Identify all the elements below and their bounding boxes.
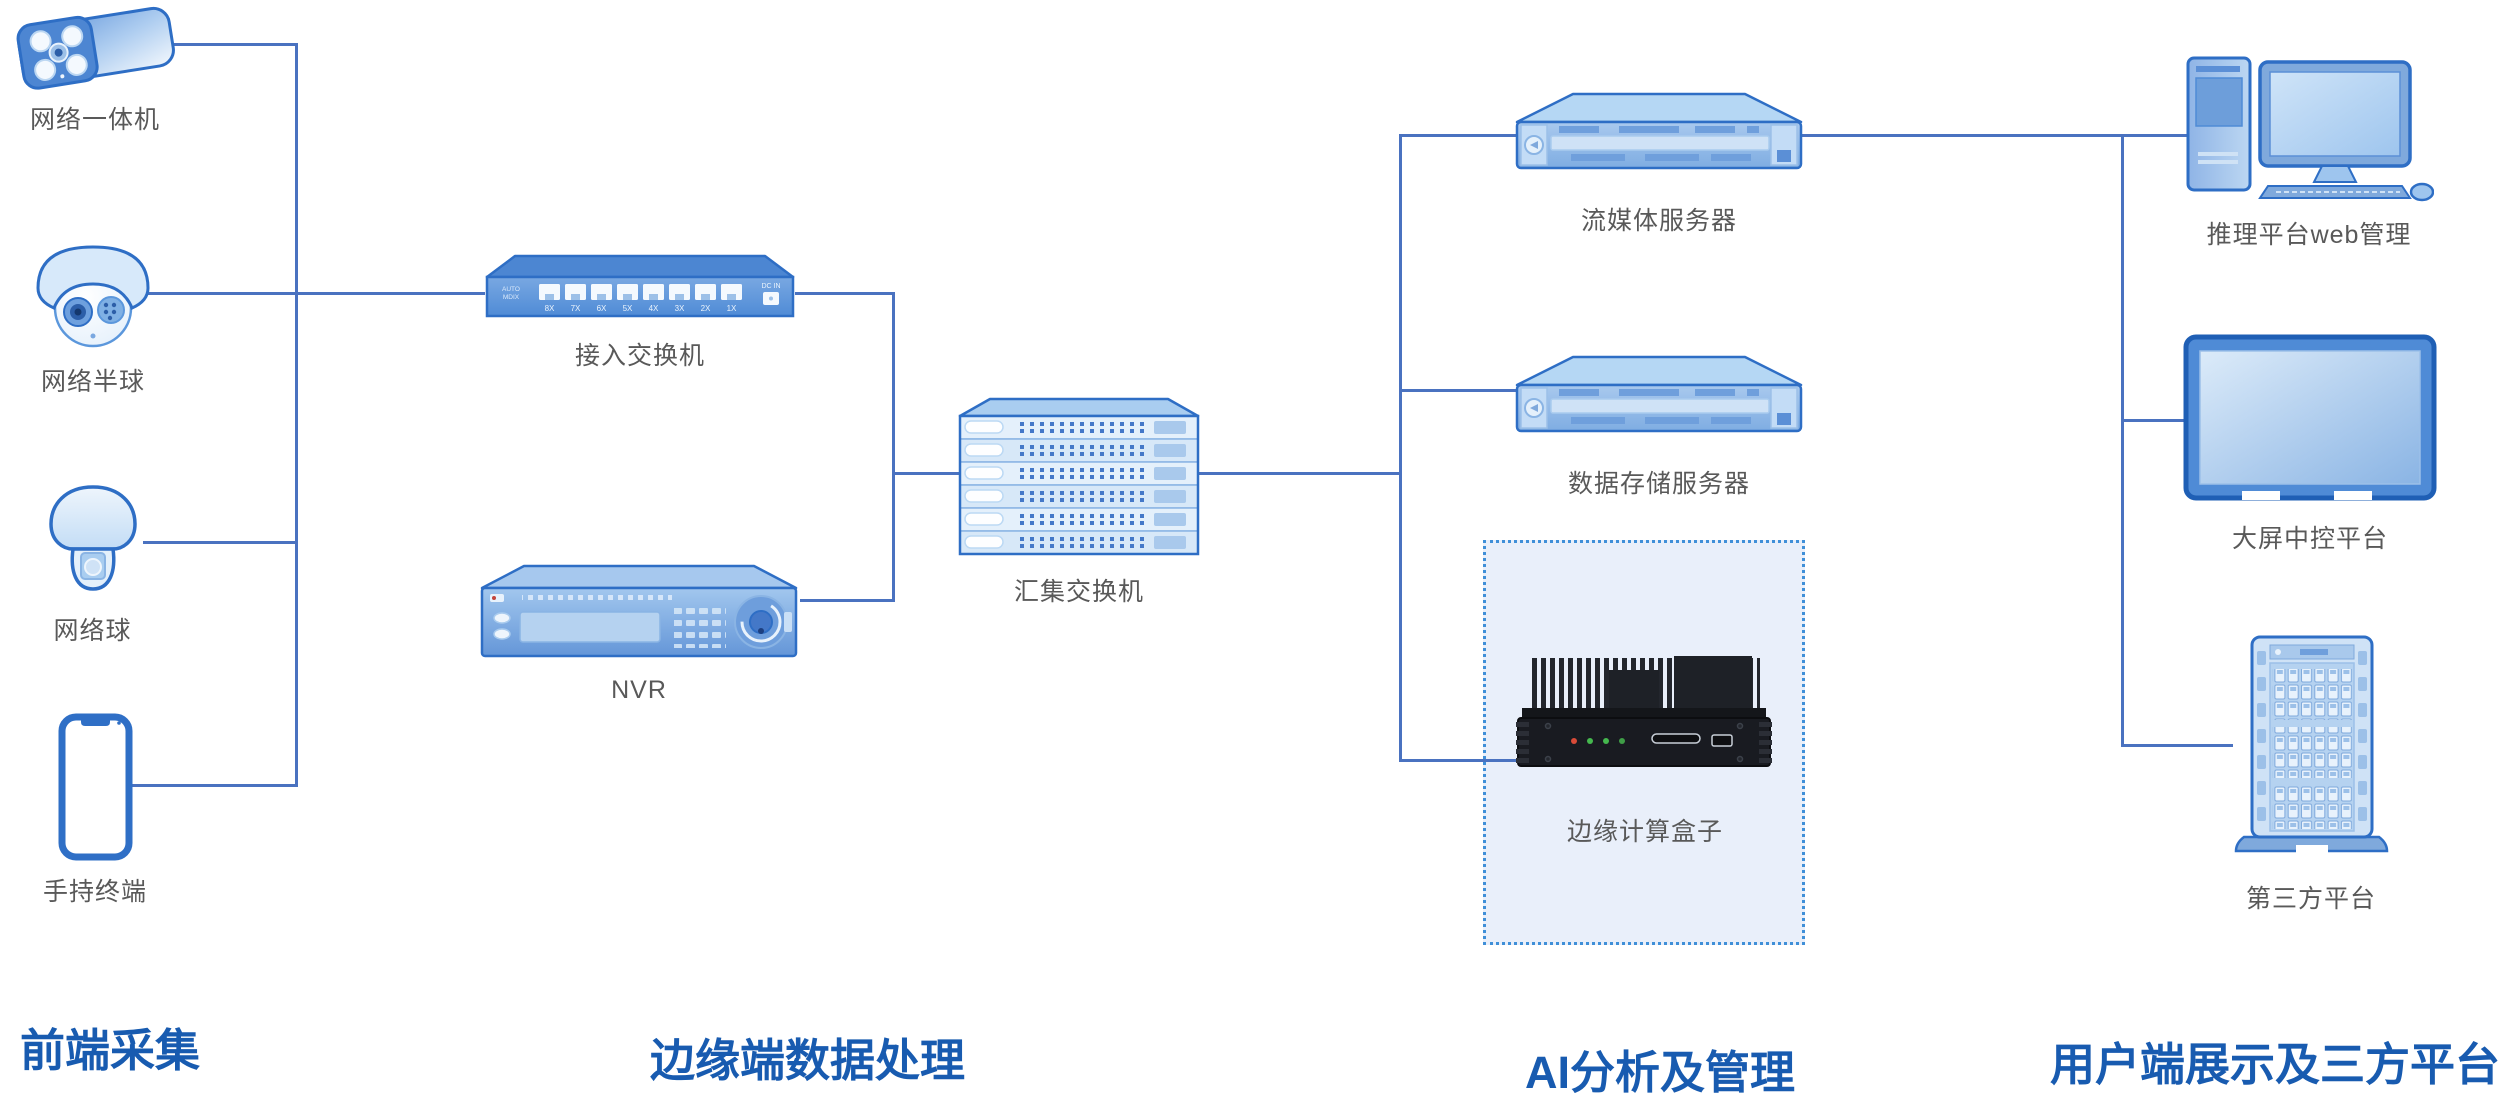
node-bullet-camera: 网络一体机	[0, 2, 190, 136]
connector-line	[892, 472, 960, 475]
node-big-screen: 大屏中控平台	[2181, 333, 2439, 555]
connector-line	[800, 599, 893, 602]
node-label: 网络半球	[40, 368, 145, 396]
node-ptz-camera: 网络球	[40, 483, 145, 647]
edge-compute-box-icon	[1516, 656, 1772, 767]
connector-line	[2121, 419, 2185, 422]
svg-text:7X: 7X	[571, 304, 581, 313]
svg-text:DC IN: DC IN	[761, 283, 780, 290]
node-label: NVR	[611, 676, 667, 704]
svg-text:MDIX: MDIX	[503, 294, 520, 301]
svg-text:1X: 1X	[727, 304, 737, 313]
tower-server-icon	[2234, 635, 2388, 853]
connector-line	[143, 541, 296, 544]
node-label: 接入交换机	[574, 342, 705, 370]
connector-line	[1399, 134, 1402, 762]
node-label: 手持终端	[43, 878, 148, 906]
connector-line	[2121, 134, 2124, 746]
node-label: 流媒体服务器	[1580, 207, 1737, 235]
connector-line	[170, 43, 296, 46]
node-nvr: NVR	[478, 560, 800, 705]
dome-camera-icon	[36, 245, 150, 348]
connector-line	[892, 292, 895, 602]
connector-line	[1399, 759, 1517, 762]
section-title-client: 用户端展示及三方平台	[2050, 1039, 2500, 1090]
svg-text:AUTO: AUTO	[502, 286, 520, 293]
connector-line	[1198, 472, 1400, 475]
node-access-switch: AUTO MDIX 8X 7X 6X 5X 4X 3X 2X 1X	[485, 253, 795, 372]
connector-line	[2121, 744, 2233, 747]
node-web-admin: 推理平台web管理	[2183, 48, 2435, 251]
node-label: 边缘计算盒子	[1566, 818, 1723, 846]
large-screen-icon	[2183, 334, 2437, 501]
svg-text:8X: 8X	[545, 304, 555, 313]
node-third-party: 第三方平台	[2233, 633, 2389, 915]
streaming-server-icon	[1515, 92, 1803, 170]
nvr-icon	[480, 564, 798, 658]
svg-text:4X: 4X	[649, 304, 659, 313]
ptz-camera-icon	[48, 485, 137, 591]
node-handheld: 手持终端	[43, 712, 146, 908]
node-label: 网络球	[53, 617, 132, 645]
section-title-edge: 边缘端数据处理	[650, 1035, 966, 1086]
node-edge-box: 边缘计算盒子	[1513, 640, 1777, 848]
connector-line	[145, 292, 485, 295]
connector-line	[1399, 134, 1518, 137]
connector-line	[1399, 389, 1518, 392]
connector-line	[130, 784, 296, 787]
aggregation-switch-icon	[958, 397, 1200, 556]
connector-line	[795, 292, 893, 295]
node-label: 第三方平台	[2245, 885, 2376, 913]
access-switch-icon: AUTO MDIX 8X 7X 6X 5X 4X 3X 2X 1X	[485, 254, 795, 318]
section-title-ai: AI分析及管理	[1525, 1047, 1796, 1098]
svg-text:5X: 5X	[623, 304, 633, 313]
node-label: 大屏中控平台	[2231, 525, 2388, 553]
node-stream-server: 流媒体服务器	[1515, 90, 1803, 237]
section-title-frontend: 前端采集	[20, 1025, 201, 1076]
node-storage-server: 数据存储服务器	[1515, 353, 1803, 500]
node-label: 推理平台web管理	[2206, 221, 2412, 249]
node-label: 汇集交换机	[1013, 578, 1144, 606]
bullet-camera-icon	[16, 6, 175, 90]
node-label: 数据存储服务器	[1567, 470, 1750, 498]
svg-text:2X: 2X	[701, 304, 711, 313]
handheld-phone-icon	[58, 713, 132, 861]
connector-line	[295, 43, 298, 787]
connector-line	[1800, 134, 2190, 137]
node-dome-camera: 网络半球	[28, 238, 158, 398]
storage-server-icon	[1515, 355, 1803, 433]
node-label: 网络一体机	[29, 106, 160, 134]
node-agg-switch: 汇集交换机	[958, 396, 1200, 608]
svg-text:6X: 6X	[597, 304, 607, 313]
svg-text:3X: 3X	[675, 304, 685, 313]
desktop-computer-icon	[2186, 56, 2434, 202]
